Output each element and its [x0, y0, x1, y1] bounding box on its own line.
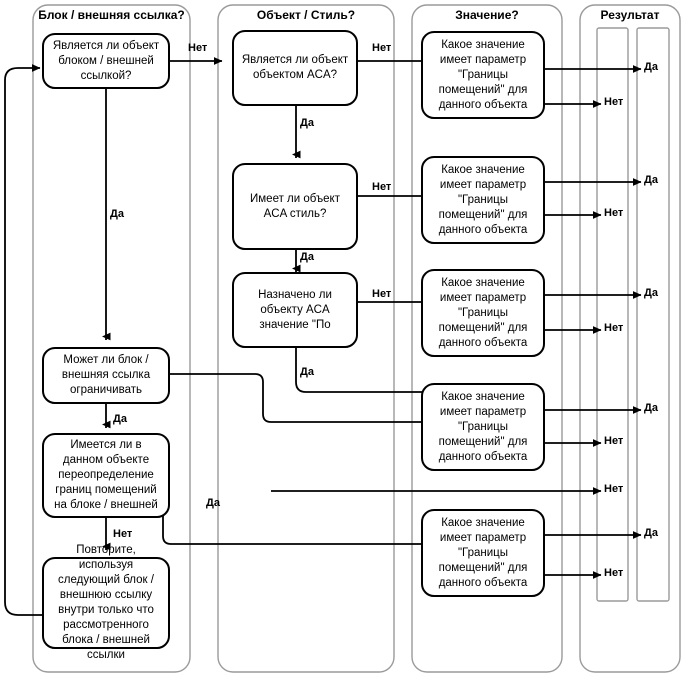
node-value-3[interactable]: Какое значение имеет параметр "Границы п…: [421, 269, 545, 357]
edge-label-result1-yes: Да: [644, 61, 658, 73]
edge-label-result5-no: Нет: [604, 567, 624, 579]
node-aca-assigned-value-label: Назначено ли объекту ACA значение "По: [258, 288, 332, 331]
edge-label-result3-yes: Да: [644, 287, 658, 299]
node-value-2[interactable]: Какое значение имеет параметр "Границы п…: [421, 156, 545, 244]
lane-rect-result: [579, 4, 681, 673]
node-value-4-label: Какое значение имеет параметр "Границы п…: [438, 390, 528, 463]
node-value-2-label: Какое значение имеет параметр "Границы п…: [438, 163, 528, 236]
edge-canbound-to-value4: [170, 373, 433, 426]
node-repeat[interactable]: Повторите, используя следующий блок / вн…: [42, 544, 170, 661]
edge-label-isblock-yes: Да: [110, 208, 124, 220]
edge-label-result2-yes: Да: [644, 174, 658, 186]
node-value-3-label: Какое значение имеет параметр "Границы п…: [438, 276, 528, 349]
node-has-aca-style-label: Имеет ли объект ACA стиль?: [250, 192, 340, 220]
edge-label-result3-no: Нет: [604, 322, 624, 334]
edge-label-assigned-yes: Да: [300, 366, 314, 378]
node-value-4[interactable]: Какое значение имеет параметр "Границы п…: [421, 383, 545, 471]
node-value-5-label: Какое значение имеет параметр "Границы п…: [438, 516, 528, 589]
edge-label-hasstyle-no: Нет: [372, 181, 392, 193]
node-value-1[interactable]: Какое значение имеет параметр "Границы п…: [421, 31, 545, 119]
edge-label-assigned-no: Нет: [372, 288, 392, 300]
lane-rect-result-no: [596, 27, 629, 602]
edge-assigned-yes-to-value4: [295, 348, 433, 396]
edge-label-result4-no: Нет: [604, 435, 624, 447]
edge-label-override-yes: Да: [206, 497, 220, 509]
lane-title-object-style: Объект / Стиль?: [256, 8, 356, 22]
lane-title-result: Результат: [600, 8, 660, 22]
edge-label-override-no: Нет: [113, 528, 133, 540]
edge-label-isaca-no: Нет: [372, 42, 392, 54]
edge-label-result5-yes: Да: [644, 527, 658, 539]
edge-override-yes-to-value5: [154, 457, 433, 548]
edge-label-mid-no: Нет: [604, 483, 624, 495]
edge-label-canbound-yes: Да: [113, 413, 127, 425]
node-is-block-label: Является ли объект блоком / внешней ссыл…: [52, 39, 160, 82]
node-aca-assigned-value[interactable]: Назначено ли объекту ACA значение "По: [232, 272, 358, 348]
lane-rect-value: [411, 4, 563, 673]
node-value-5[interactable]: Какое значение имеет параметр "Границы п…: [421, 509, 545, 597]
lane-rect-object-style: [217, 4, 395, 673]
node-is-block[interactable]: Является ли объект блоком / внешней ссыл…: [42, 33, 170, 89]
edge-label-isaca-yes: Да: [300, 117, 314, 129]
edge-label-isblock-no: Нет: [188, 42, 208, 54]
edge-label-result4-yes: Да: [644, 402, 658, 414]
lane-title-block: Блок / внешняя ссылка?: [38, 8, 185, 22]
edge-repeat-loopback: [4, 64, 170, 616]
node-repeat-label: Повторите, используя следующий блок / вн…: [58, 544, 154, 661]
node-has-aca-style[interactable]: Имеет ли объект ACA стиль?: [232, 163, 358, 250]
node-is-aca-object-label: Является ли объект объектом ACA?: [241, 54, 349, 81]
edge-label-result2-no: Нет: [604, 207, 624, 219]
node-has-override-label: Имеется ли в данном объекте переопределе…: [54, 439, 158, 511]
node-value-1-label: Какое значение имеет параметр "Границы п…: [438, 38, 528, 111]
node-can-bound[interactable]: Может ли блок / внешняя ссылка ограничив…: [42, 347, 170, 404]
node-has-override[interactable]: Имеется ли в данном объекте переопределе…: [42, 433, 170, 518]
node-can-bound-label: Может ли блок / внешняя ссылка ограничив…: [61, 354, 151, 396]
node-is-aca-object[interactable]: Является ли объект объектом ACA?: [232, 30, 358, 106]
lane-rect-result-yes: [636, 27, 670, 602]
edge-label-hasstyle-yes: Да: [300, 251, 314, 263]
edge-label-result1-no: Нет: [604, 96, 624, 108]
lane-outlines: [32, 4, 681, 673]
lane-title-value: Значение?: [455, 8, 519, 22]
lane-rect-block: [32, 4, 191, 673]
